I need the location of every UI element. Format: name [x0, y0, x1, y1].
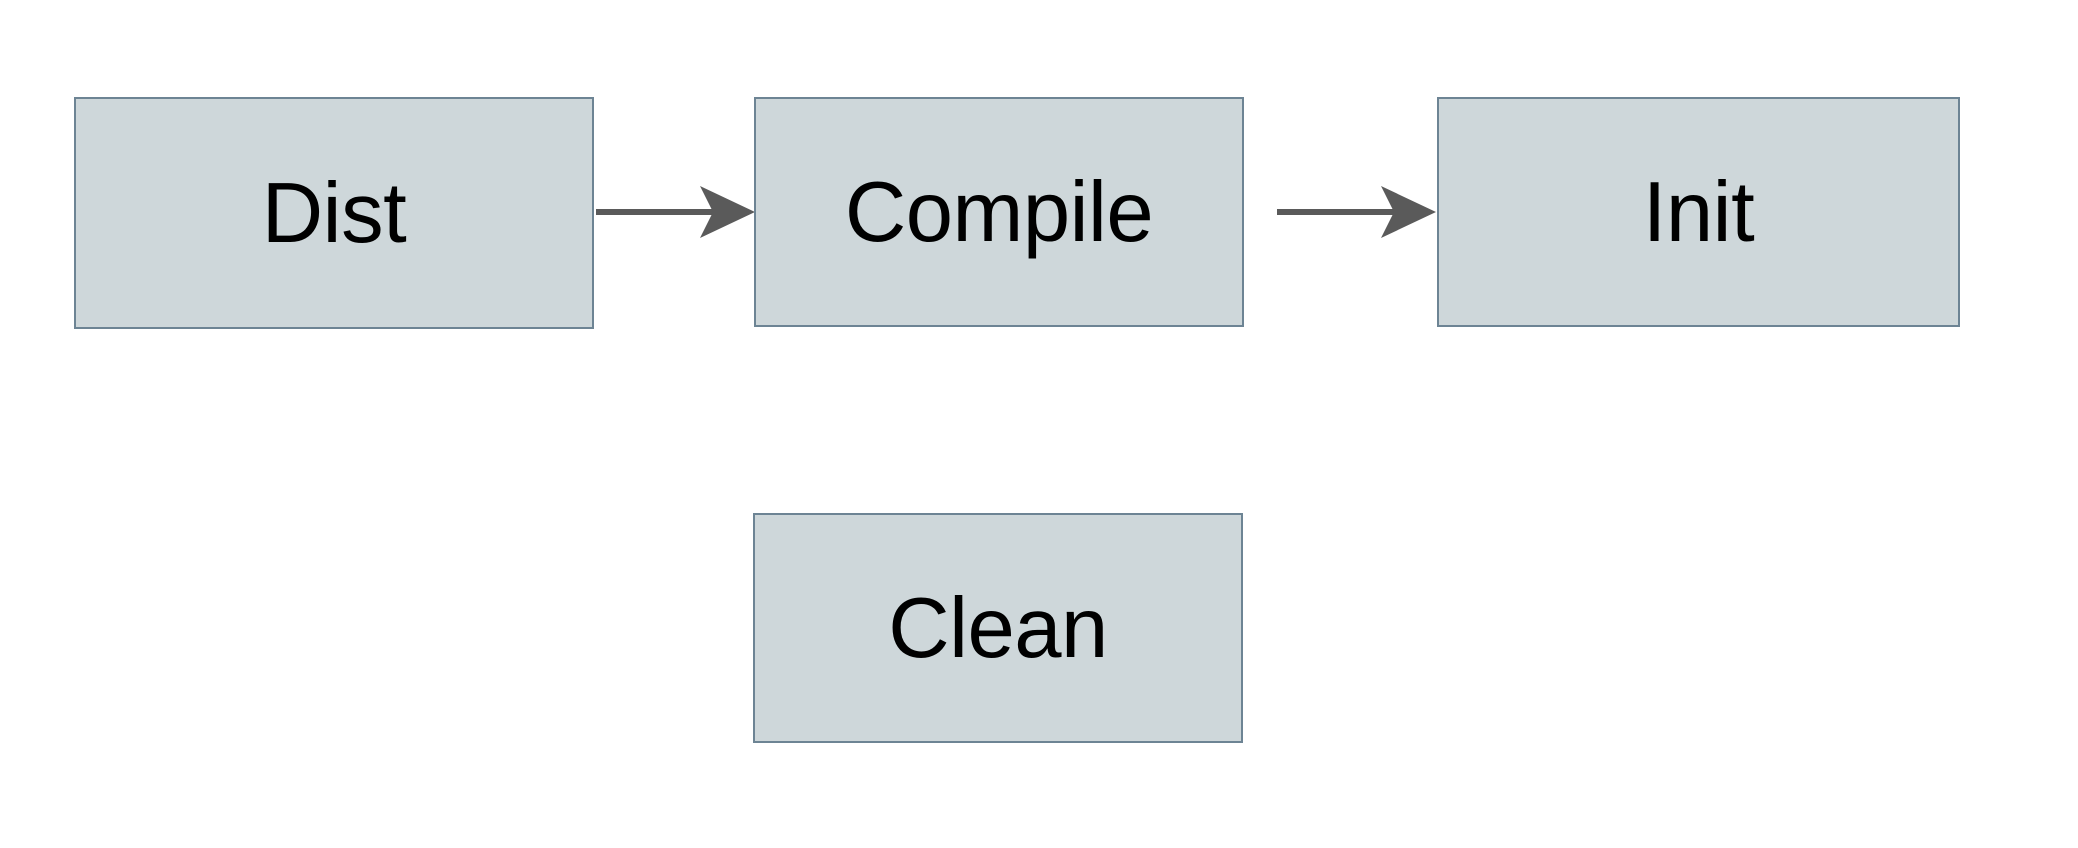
barbed-arrow-icon	[1381, 186, 1436, 238]
node-compile[interactable]: Compile	[754, 97, 1244, 327]
node-clean[interactable]: Clean	[753, 513, 1243, 743]
node-clean-label: Clean	[888, 580, 1108, 676]
node-dist[interactable]: Dist	[74, 97, 594, 329]
node-compile-label: Compile	[844, 164, 1154, 260]
barbed-arrow-icon	[700, 186, 755, 238]
edge-dist-to-compile[interactable]	[596, 186, 755, 238]
edge-compile-to-init[interactable]	[1277, 186, 1436, 238]
node-init[interactable]: Init	[1437, 97, 1960, 327]
node-dist-label: Dist	[261, 165, 407, 261]
node-init-label: Init	[1642, 164, 1755, 260]
